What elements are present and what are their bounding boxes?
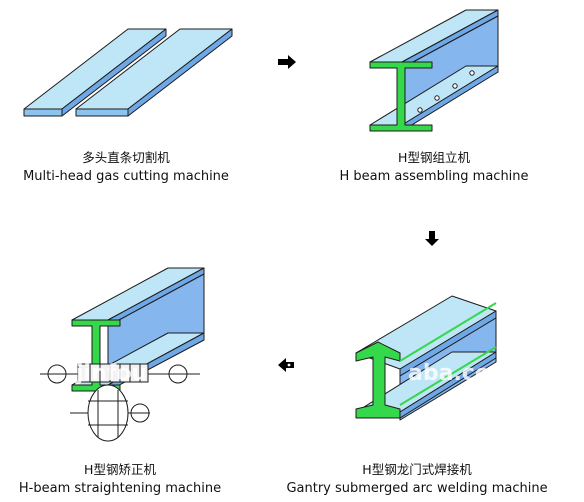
steel-plates-illustration	[23, 28, 233, 117]
step-caption-welding: H型钢龙门式焊接机 Gantry submerged arc welding m…	[272, 460, 562, 498]
step-caption-assembling: H型钢组立机 H beam assembling machine	[314, 148, 554, 186]
steel-plate	[23, 28, 167, 117]
steel-plate	[75, 28, 233, 117]
right-arrow-icon	[278, 55, 296, 69]
left-arrow-icon	[278, 358, 294, 372]
step-title-zh: H型钢组立机	[398, 150, 470, 165]
h-beam-assembly-illustration	[369, 9, 499, 132]
watermark-left: jinfou	[75, 361, 147, 386]
watermark-right: aba.com	[408, 361, 513, 386]
step-title-en: H beam assembling machine	[339, 169, 529, 184]
step-caption-straightening: H型钢矫正机 H-beam straightening machine	[0, 460, 240, 498]
straightening-rollers	[40, 363, 200, 442]
step-title-en: H-beam straightening machine	[18, 481, 222, 496]
down-arrow-icon	[425, 231, 439, 246]
step-caption-cutting: 多头直条切割机 Multi-head gas cutting machine	[6, 148, 246, 186]
step-title-zh: H型钢龙门式焊接机	[362, 462, 472, 477]
step-title-zh: H型钢矫正机	[84, 462, 156, 477]
step-title-zh: 多头直条切割机	[82, 150, 170, 165]
step-title-en: Multi-head gas cutting machine	[23, 169, 229, 184]
gantry-welding-illustration	[355, 295, 497, 421]
step-title-en: Gantry submerged arc welding machine	[286, 481, 548, 496]
